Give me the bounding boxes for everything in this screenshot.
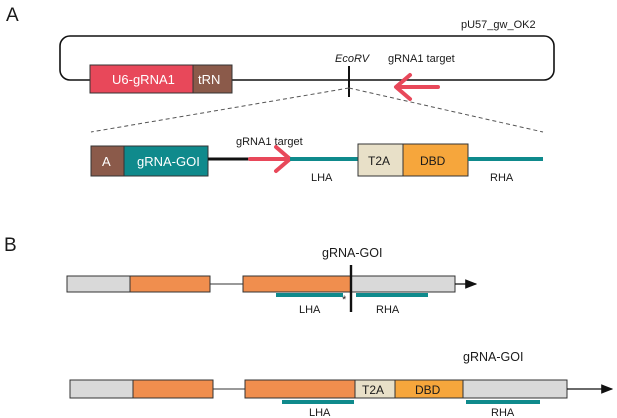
grna1-target-top-label: gRNA1 target	[388, 53, 455, 65]
insert-dbd-label: DBD	[420, 154, 446, 168]
grna1-target-top-arrow	[394, 73, 440, 101]
trn-label: tRN	[198, 72, 220, 87]
panel-a-label: A	[6, 5, 19, 26]
insert-dbd-box	[402, 143, 469, 177]
b-bottom-exon-2	[244, 379, 356, 399]
b-bottom-rha-label: RHA	[491, 407, 515, 418]
trn-box	[192, 64, 233, 94]
zoom-line-right	[348, 87, 544, 133]
b-bottom-t2a-label: T2A	[362, 383, 384, 397]
insert-t2a-label: T2A	[368, 154, 390, 168]
b-top-utr-right	[350, 275, 456, 293]
zoom-line-left	[90, 87, 350, 133]
b-bottom-title: gRNA-GOI	[463, 350, 523, 364]
ecorv-label: EcoRV	[335, 53, 371, 65]
insert-a-label: A	[102, 154, 111, 169]
insert-lha-label: LHA	[311, 172, 333, 184]
u6-grna1-box	[89, 64, 194, 94]
b-bottom-dbd-label: DBD	[415, 383, 441, 397]
plasmid-backbone	[59, 35, 555, 81]
b-bottom-utr-left	[69, 379, 134, 399]
b-top-lha-label: LHA	[299, 304, 321, 316]
b-top-title: gRNA-GOI	[322, 246, 382, 260]
insert-grna-goi-box	[123, 145, 209, 177]
b-bottom-utr-right	[462, 379, 568, 399]
b-top-exon-1	[129, 275, 211, 293]
insert-grna-goi-label: gRNA-GOI	[137, 154, 200, 169]
insert-target-label: gRNA1 target	[236, 136, 303, 148]
b-bottom-exon-1	[132, 379, 214, 399]
insert-a-box	[90, 145, 125, 177]
insert-t2a-box	[357, 143, 404, 177]
insert-rha-label: RHA	[490, 172, 514, 184]
b-bottom-lha-label: LHA	[309, 407, 331, 418]
b-top-cut-mark: *	[342, 294, 347, 306]
panel-b-label: B	[4, 235, 17, 256]
insert-target-arrow	[248, 145, 292, 173]
b-top-rha-label: RHA	[376, 304, 400, 316]
plasmid-name: pU57_gw_OK2	[461, 19, 536, 31]
b-top-exon-2	[242, 275, 352, 293]
b-top-utr-left	[66, 275, 131, 293]
u6-grna1-label: U6-gRNA1	[112, 72, 175, 87]
